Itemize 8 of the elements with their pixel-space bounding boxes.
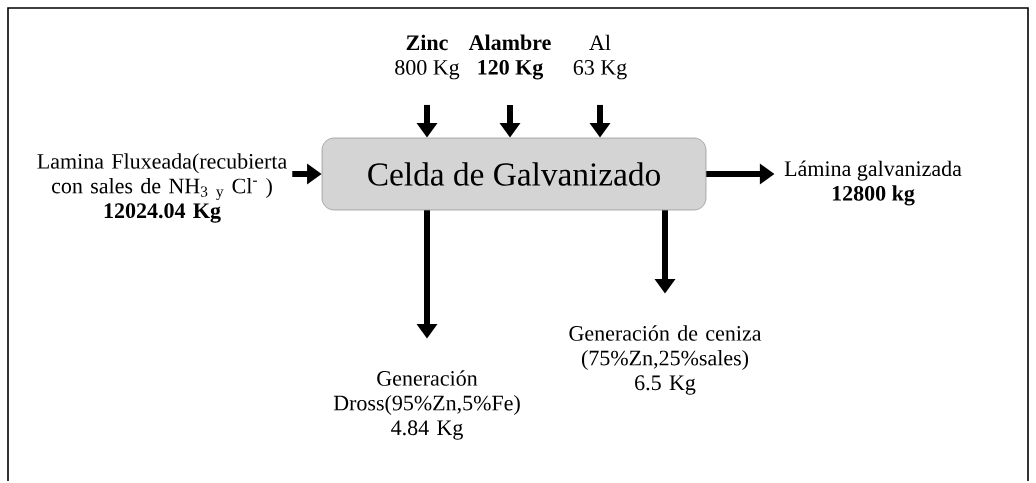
output-label: Generación de ceniza (75%Zn,25%sales) 6.5 Kg xyxy=(569,325,762,395)
input-label: Alambre 120 Kg xyxy=(468,34,551,80)
input-label: Lamina Fluxeada(recubierta con sales de NH$_{3 y}$ Cl$^{-}$ ) 12024.04 Kg xyxy=(37,153,287,223)
input-label: Al 63 Kg xyxy=(573,34,627,80)
output-label: Lámina galvanizada 12800 kg xyxy=(784,160,962,206)
process-box: Celda de Galvanizado xyxy=(321,137,707,211)
input-label: Zinc 800 Kg xyxy=(395,34,460,80)
output-label: Generación Dross(95%Zn,5%Fe) 4.84 Kg xyxy=(333,370,520,440)
